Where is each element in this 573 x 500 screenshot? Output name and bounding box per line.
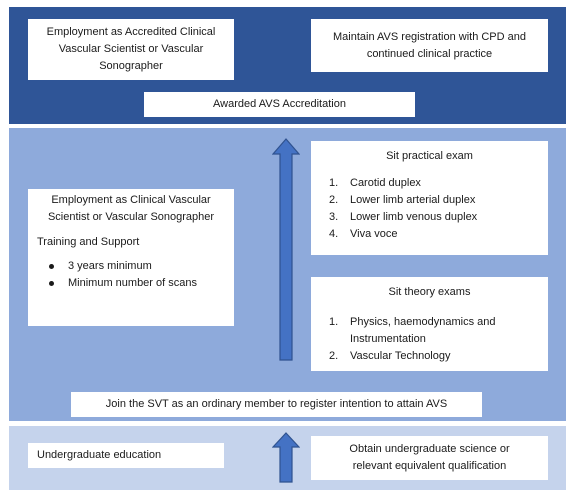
maintain-line: continued clinical practice xyxy=(366,48,493,60)
item-number: 4. xyxy=(329,228,339,240)
item-number: 1. xyxy=(329,177,339,189)
item-number: 3. xyxy=(329,211,339,223)
item-text: Vascular Technology xyxy=(350,350,451,362)
awarded-accreditation-box: Awarded AVS Accreditation xyxy=(144,92,415,117)
item-text: Physics, haemodynamics and xyxy=(350,316,496,328)
bullet-text: 3 years minimum xyxy=(68,260,152,272)
item-number: 2. xyxy=(329,194,339,206)
maintain-line: Maintain AVS registration with CPD and xyxy=(333,31,526,43)
employment-training-box: Employment as Clinical Vascular Scientis… xyxy=(28,189,234,326)
employment-accredited-line: Employment as Accredited Clinical xyxy=(46,26,216,38)
theory-exams-box: Sit theory exams 1. Physics, haemodynamic… xyxy=(311,277,548,371)
obtain-line: Obtain undergraduate science or xyxy=(349,443,510,455)
employment-line: Scientist or Vascular Sonographer xyxy=(47,211,215,223)
up-arrow-icon xyxy=(272,138,300,361)
up-arrow-icon xyxy=(272,432,300,483)
awarded-accreditation-label: Awarded AVS Accreditation xyxy=(213,98,346,110)
undergraduate-education-label: Undergraduate education xyxy=(37,449,162,461)
list-item: 3 years minimum xyxy=(46,258,234,275)
item-text-continued: Instrumentation xyxy=(350,333,426,345)
list-item: Minimum number of scans xyxy=(46,275,234,292)
obtain-qualification-box: Obtain undergraduate science or relevant… xyxy=(311,436,548,480)
obtain-line: relevant equivalent qualification xyxy=(352,460,507,472)
practical-exam-box: Sit practical exam 1. Carotid duplex 2. Lo… xyxy=(311,141,548,255)
bullet-text: Minimum number of scans xyxy=(68,277,197,289)
item-text: Lower limb arterial duplex xyxy=(350,194,476,206)
up-arrow-shape xyxy=(272,432,300,483)
employment-accredited-box: Employment as Accredited Clinical Vascul… xyxy=(28,19,234,80)
list-item: 3. Lower limb venous duplex xyxy=(329,209,548,226)
item-text: Viva voce xyxy=(350,228,398,240)
practical-exam-list: 1. Carotid duplex 2. Lower limb arterial d… xyxy=(311,175,548,243)
item-number: 1. xyxy=(329,316,339,328)
practical-exam-title: Sit practical exam xyxy=(386,150,473,162)
item-text: Lower limb venous duplex xyxy=(350,211,478,223)
employment-line: Employment as Clinical Vascular xyxy=(51,194,211,206)
maintain-registration-box: Maintain AVS registration with CPD and c… xyxy=(311,19,548,72)
employment-accredited-line: Vascular Scientist or Vascular xyxy=(58,43,204,55)
list-item: 2. Vascular Technology xyxy=(329,348,548,365)
bullet-icon xyxy=(49,264,54,269)
item-number: 2. xyxy=(329,350,339,362)
item-text: Carotid duplex xyxy=(350,177,421,189)
list-item: 4. Viva voce xyxy=(329,226,548,243)
join-svt-label: Join the SVT as an ordinary member to re… xyxy=(105,398,448,410)
bullet-icon xyxy=(49,281,54,286)
training-bullet-list: 3 years minimum Minimum number of scans xyxy=(28,258,234,292)
list-item: 1. Carotid duplex xyxy=(329,175,548,192)
training-heading: Training and Support xyxy=(37,236,140,248)
join-svt-box: Join the SVT as an ordinary member to re… xyxy=(71,392,482,417)
up-arrow-shape xyxy=(272,138,300,361)
list-item: 2. Lower limb arterial duplex xyxy=(329,192,548,209)
undergraduate-education-box: Undergraduate education xyxy=(28,443,224,468)
employment-accredited-line: Sonographer xyxy=(99,60,163,72)
theory-exams-title: Sit theory exams xyxy=(388,286,471,298)
